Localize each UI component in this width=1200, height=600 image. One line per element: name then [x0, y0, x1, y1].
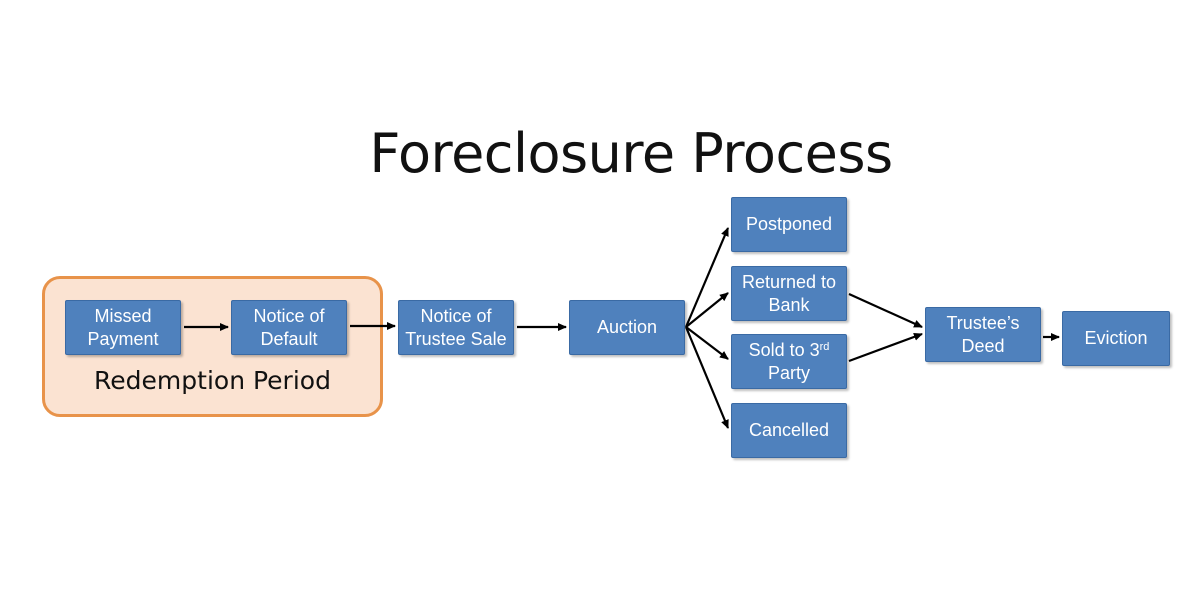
diagram-title: Foreclosure Process [369, 122, 893, 185]
node-notice-of-default-line1: Notice of [253, 305, 325, 326]
node-trustees-deed-line1: Trustee’s [946, 312, 1020, 333]
node-returned-to-bank: Returned to Bank [731, 266, 847, 321]
node-notice-of-default-line2: Default [260, 328, 318, 349]
node-postponed: Postponed [731, 197, 847, 252]
node-postponed-label: Postponed [745, 214, 833, 234]
node-missed-payment-line1: Missed [94, 305, 152, 326]
node-sold-line1-main: Sold to 3 [748, 339, 820, 360]
node-trustees-deed: Trustee’s Deed [925, 307, 1041, 362]
arrow-auction-to-postponed [684, 227, 730, 328]
arrow-auction-to-returned [685, 292, 729, 328]
node-missed-payment-line2: Payment [87, 328, 159, 349]
node-sold-to-3rd-party-line2: Party [767, 362, 810, 383]
node-returned-to-bank-line1: Returned to [741, 271, 837, 292]
node-sold-line1-superscript: rd [819, 340, 830, 353]
node-notice-of-trustee-sale-line1: Notice of [420, 305, 492, 326]
redemption-period-label: Redemption Period [94, 366, 331, 395]
arrow-sold-to-deed [848, 332, 923, 363]
node-notice-of-trustee-sale: Notice of Trustee Sale [398, 300, 514, 355]
node-auction: Auction [569, 300, 685, 355]
arrow-auction-to-cancelled [684, 326, 730, 429]
node-cancelled-label: Cancelled [748, 420, 830, 440]
node-missed-payment: Missed Payment [65, 300, 181, 355]
node-eviction-label: Eviction [1084, 328, 1148, 348]
node-cancelled: Cancelled [731, 403, 847, 458]
node-sold-to-3rd-party: Sold to 3rd Party [731, 334, 847, 389]
arrow-auction-to-sold [685, 326, 729, 360]
node-eviction: Eviction [1062, 311, 1170, 366]
node-trustees-deed-line2: Deed [961, 335, 1005, 356]
node-sold-to-3rd-party-line1: Sold to 3rd [749, 339, 830, 362]
node-returned-to-bank-line2: Bank [768, 294, 810, 315]
arrow-returned-to-deed [848, 292, 923, 329]
node-notice-of-trustee-sale-line2: Trustee Sale [405, 328, 507, 349]
node-auction-label: Auction [596, 317, 658, 337]
node-notice-of-default: Notice of Default [231, 300, 347, 355]
